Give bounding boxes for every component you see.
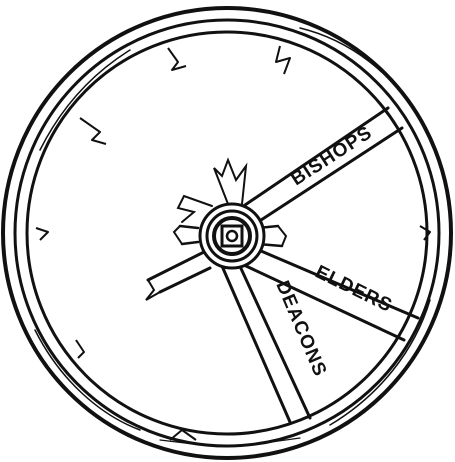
label-bishops: BISHOPS (287, 122, 376, 190)
wheel-hub (200, 204, 264, 268)
stub-top (276, 46, 290, 74)
stub-right (420, 226, 430, 240)
stub-lower-left (76, 340, 84, 358)
stub-top-left (168, 48, 186, 70)
spokes (146, 108, 418, 422)
stub-left (36, 228, 48, 240)
spoke-fragment-upper (214, 160, 246, 204)
stub-upper-left (80, 118, 106, 144)
label-elders: ELDERS (312, 262, 396, 317)
spoke-bishops-edge-b (258, 128, 402, 222)
spoke-broken-end (146, 280, 160, 300)
